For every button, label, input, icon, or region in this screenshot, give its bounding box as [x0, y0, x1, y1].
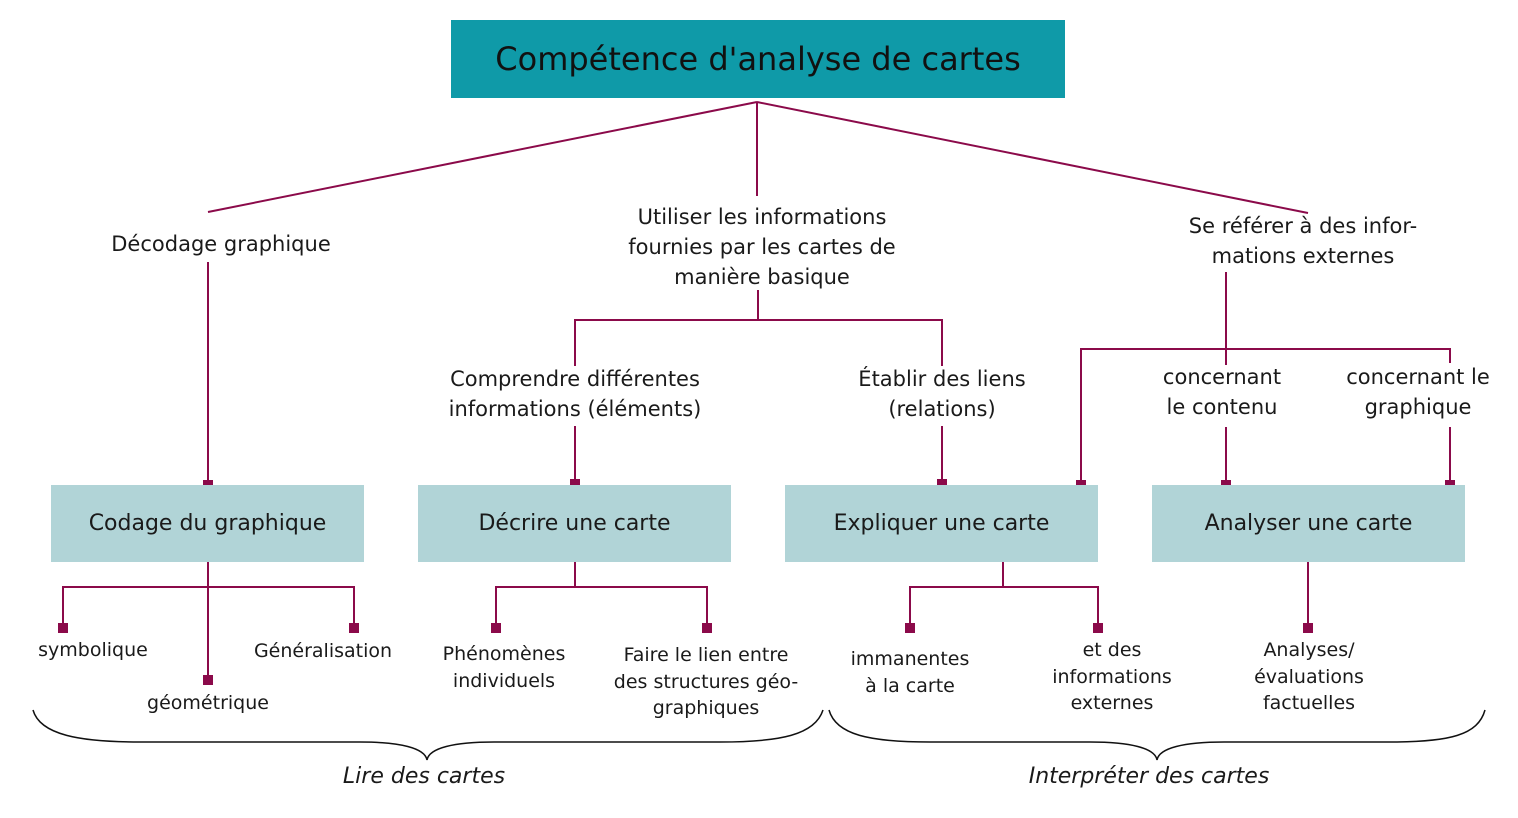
label-line: informations (éléments) [448, 397, 702, 421]
label-line: à la carte [865, 674, 955, 697]
label-line: immanentes [850, 648, 970, 670]
label-line: manière basique [674, 265, 850, 289]
sub-understand: Comprendre différentes informations (élé… [449, 364, 702, 424]
braces [32, 709, 1486, 761]
label-line: Analyses/ [1263, 639, 1355, 661]
label-line: Comprendre différentes [450, 367, 700, 391]
branch-decoding: Décodage graphique [111, 232, 331, 256]
label-line: graphique [1364, 395, 1472, 419]
label-line: Phénomènes [442, 643, 566, 665]
box-describe: Décrire une carte [418, 485, 731, 562]
label-line: factuelles [1262, 692, 1356, 714]
label-line: concernant [1162, 365, 1282, 389]
label-line: externes [1070, 692, 1154, 714]
diagram-title: Compétence d'analyse de cartes [451, 20, 1065, 98]
leaf-symbolic: symbolique [38, 639, 148, 661]
leaf-geometric: géométrique [147, 692, 269, 714]
label-line: informations [1052, 665, 1172, 688]
leaf-external-info: et des informations externes [1052, 637, 1172, 717]
label-line: (relations) [888, 397, 996, 421]
label-line: graphiques [652, 697, 760, 719]
label-line: concernant le [1346, 365, 1490, 389]
box-analyse: Analyser une carte [1152, 485, 1465, 562]
box-coding: Codage du graphique [51, 485, 364, 562]
leaf-phenomena: Phénomènes individuels [443, 641, 566, 694]
label-line: Utiliser les informations [637, 205, 887, 229]
sub-links: Établir des liens (relations) [858, 364, 1025, 424]
label-line: mations externes [1211, 244, 1395, 268]
label-line: le contenu [1166, 395, 1278, 419]
box-explain: Expliquer une carte [785, 485, 1098, 562]
label-line: Se référer à des infor- [1188, 214, 1418, 238]
branch-external: Se référer à des infor- mations externes [1189, 211, 1417, 271]
label-line: fournies par les cartes de [628, 235, 896, 259]
category-interpret: Interpréter des cartes [1028, 764, 1270, 789]
branch-using: Utiliser les informations fournies par l… [628, 202, 895, 292]
sub-content: concernant le contenu [1163, 362, 1281, 422]
leaf-link: Faire le lien entre des structures géo- … [614, 642, 798, 722]
label-line: des structures géo- [613, 670, 799, 693]
label-line: Établir des liens [858, 367, 1026, 391]
leaf-generalisation: Généralisation [253, 640, 393, 662]
sub-graphic: concernant le graphique [1346, 362, 1490, 422]
leaf-immanent: immanentes à la carte [851, 646, 970, 699]
leaf-analyses: Analyses/ évaluations factuelles [1254, 637, 1364, 717]
category-read: Lire des cartes [342, 764, 506, 789]
label-line: évaluations [1254, 665, 1364, 688]
label-line: Faire le lien entre [623, 644, 789, 666]
label-line: et des [1082, 639, 1142, 661]
label-line: individuels [452, 669, 556, 692]
